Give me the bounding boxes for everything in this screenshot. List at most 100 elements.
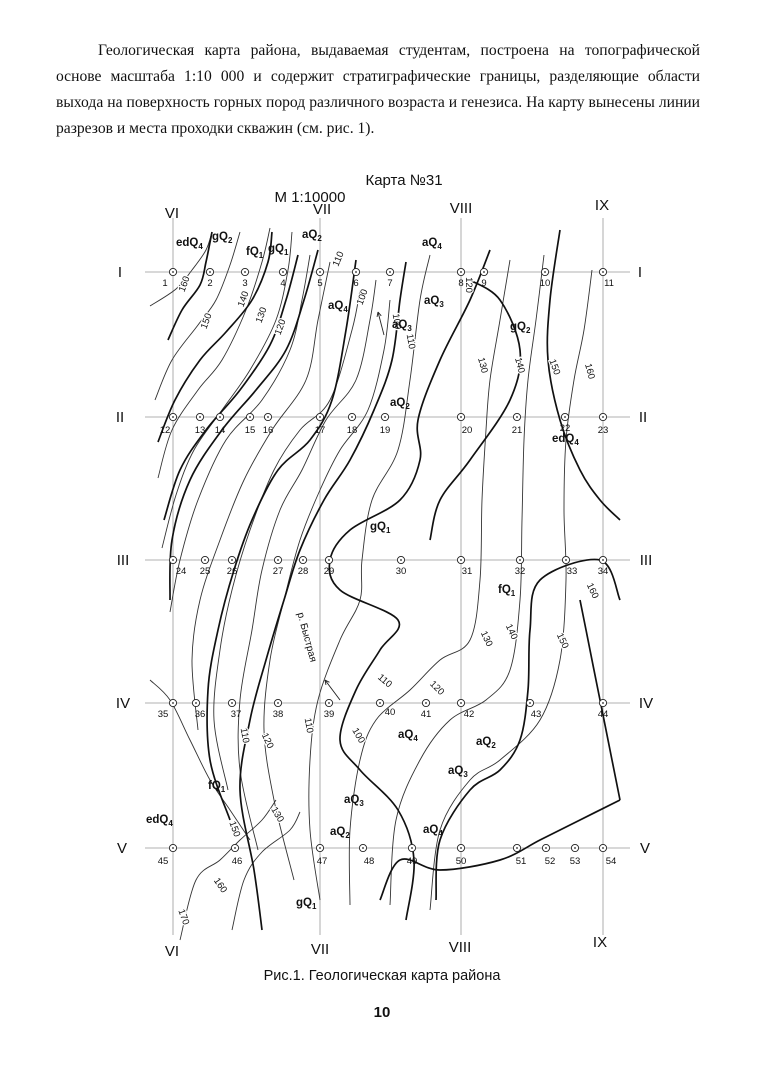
borehole-number: 33 (567, 566, 578, 577)
borehole: 8 (456, 267, 466, 289)
unit-index: edQ (552, 433, 574, 445)
borehole-number: 3 (242, 278, 247, 289)
unit-index: aQ (302, 229, 317, 241)
borehole-number: 19 (380, 425, 391, 436)
borehole: 33 (561, 555, 578, 577)
borehole: 43 (525, 698, 542, 720)
contour-line (154, 231, 241, 401)
contour-line (169, 254, 311, 613)
unit-index: aQ (398, 729, 413, 741)
geologic-unit-label: edQ4 (146, 814, 173, 828)
contour-elevation-label: 130 (268, 805, 285, 824)
borehole: 41 (421, 698, 431, 720)
unit-subscript: 4 (437, 242, 442, 251)
unit-subscript: 4 (198, 242, 203, 251)
unit-index: fQ (498, 584, 511, 596)
flow-direction-arrow (377, 311, 385, 336)
map-title: Карта №31 (365, 172, 442, 189)
contour-elevation-label: 160 (582, 362, 597, 380)
borehole-center (362, 847, 364, 849)
borehole-center (516, 416, 518, 418)
borehole-center (234, 847, 236, 849)
geological-boundary (157, 231, 273, 443)
unit-index: aQ (392, 319, 407, 331)
geologic-unit-label: aQ2 (330, 826, 350, 840)
borehole-number: 43 (531, 709, 542, 720)
row-label-left: IV (116, 695, 130, 712)
borehole: 54 (598, 843, 616, 867)
borehole-number: 8 (458, 278, 463, 289)
row-label-right: V (640, 840, 650, 857)
unit-index: gQ (370, 521, 386, 533)
borehole: 1 (162, 267, 178, 289)
unit-index: gQ (510, 321, 526, 333)
contour-elevation-label: 110 (331, 250, 347, 268)
borehole-number: 47 (317, 856, 328, 867)
borehole: 27 (273, 555, 283, 577)
borehole-center (545, 847, 547, 849)
unit-subscript: 1 (386, 526, 391, 535)
borehole-center (219, 416, 221, 418)
unit-subscript: 1 (221, 785, 226, 794)
borehole: 42 (456, 698, 474, 720)
contour-elevation-label: 120 (463, 277, 474, 293)
unit-index: aQ (328, 300, 343, 312)
figure-caption: Рис.1. Геологическая карта района (263, 968, 501, 984)
borehole-center (529, 702, 531, 704)
borehole-center (351, 416, 353, 418)
unit-subscript: 2 (228, 236, 233, 245)
contour-elevation-label: 110 (238, 727, 251, 744)
borehole-center (602, 847, 604, 849)
borehole: 2 (205, 267, 215, 289)
geologic-unit-label: gQ1 (268, 243, 289, 257)
geologic-unit-label: fQ1 (498, 584, 516, 598)
geologic-unit-label: aQ2 (302, 229, 322, 243)
borehole-number: 2 (207, 278, 212, 289)
geological-boundary (169, 249, 319, 601)
contour-elevation-label: 160 (177, 275, 193, 294)
borehole-number: 5 (317, 278, 322, 289)
contour-elevation-label: 100 (349, 726, 366, 745)
contour-elevation-label: 150 (226, 820, 242, 839)
borehole-number: 46 (232, 856, 243, 867)
contour-line (429, 269, 593, 911)
borehole-center (602, 416, 604, 418)
borehole-number: 49 (407, 856, 418, 867)
contour-elevation-label: 120 (273, 318, 289, 337)
borehole: 18 (347, 412, 357, 436)
borehole: 14 (215, 412, 225, 436)
row-label-right: IV (639, 695, 653, 712)
borehole-center (172, 416, 174, 418)
geologic-unit-label: aQ3 (344, 794, 364, 808)
borehole-number: 52 (545, 856, 556, 867)
borehole-center (602, 271, 604, 273)
unit-subscript: 1 (259, 251, 264, 260)
borehole-center (460, 416, 462, 418)
borehole: 16 (263, 412, 273, 436)
borehole-number: 53 (570, 856, 581, 867)
borehole-center (516, 847, 518, 849)
borehole-number: 31 (462, 566, 473, 577)
row-label-right: I (638, 264, 642, 281)
borehole-number: 32 (515, 566, 526, 577)
unit-index: aQ (476, 736, 491, 748)
borehole: 23 (598, 412, 608, 436)
contour-line (231, 811, 301, 931)
contour-line (149, 679, 251, 841)
column-label-top: IX (595, 197, 609, 214)
unit-subscript: 1 (284, 248, 289, 257)
unit-index: gQ (212, 231, 228, 243)
flow-direction-arrow (324, 679, 341, 701)
borehole: 25 (200, 555, 210, 577)
borehole: 40 (375, 698, 395, 718)
borehole: 31 (456, 555, 473, 577)
borehole-center (267, 416, 269, 418)
borehole-number: 11 (604, 278, 614, 289)
borehole-center (319, 847, 321, 849)
borehole: 44 (598, 698, 608, 720)
unit-subscript: 2 (405, 402, 410, 411)
borehole-center (460, 702, 462, 704)
borehole-number: 45 (158, 856, 169, 867)
borehole: 45 (158, 843, 178, 867)
